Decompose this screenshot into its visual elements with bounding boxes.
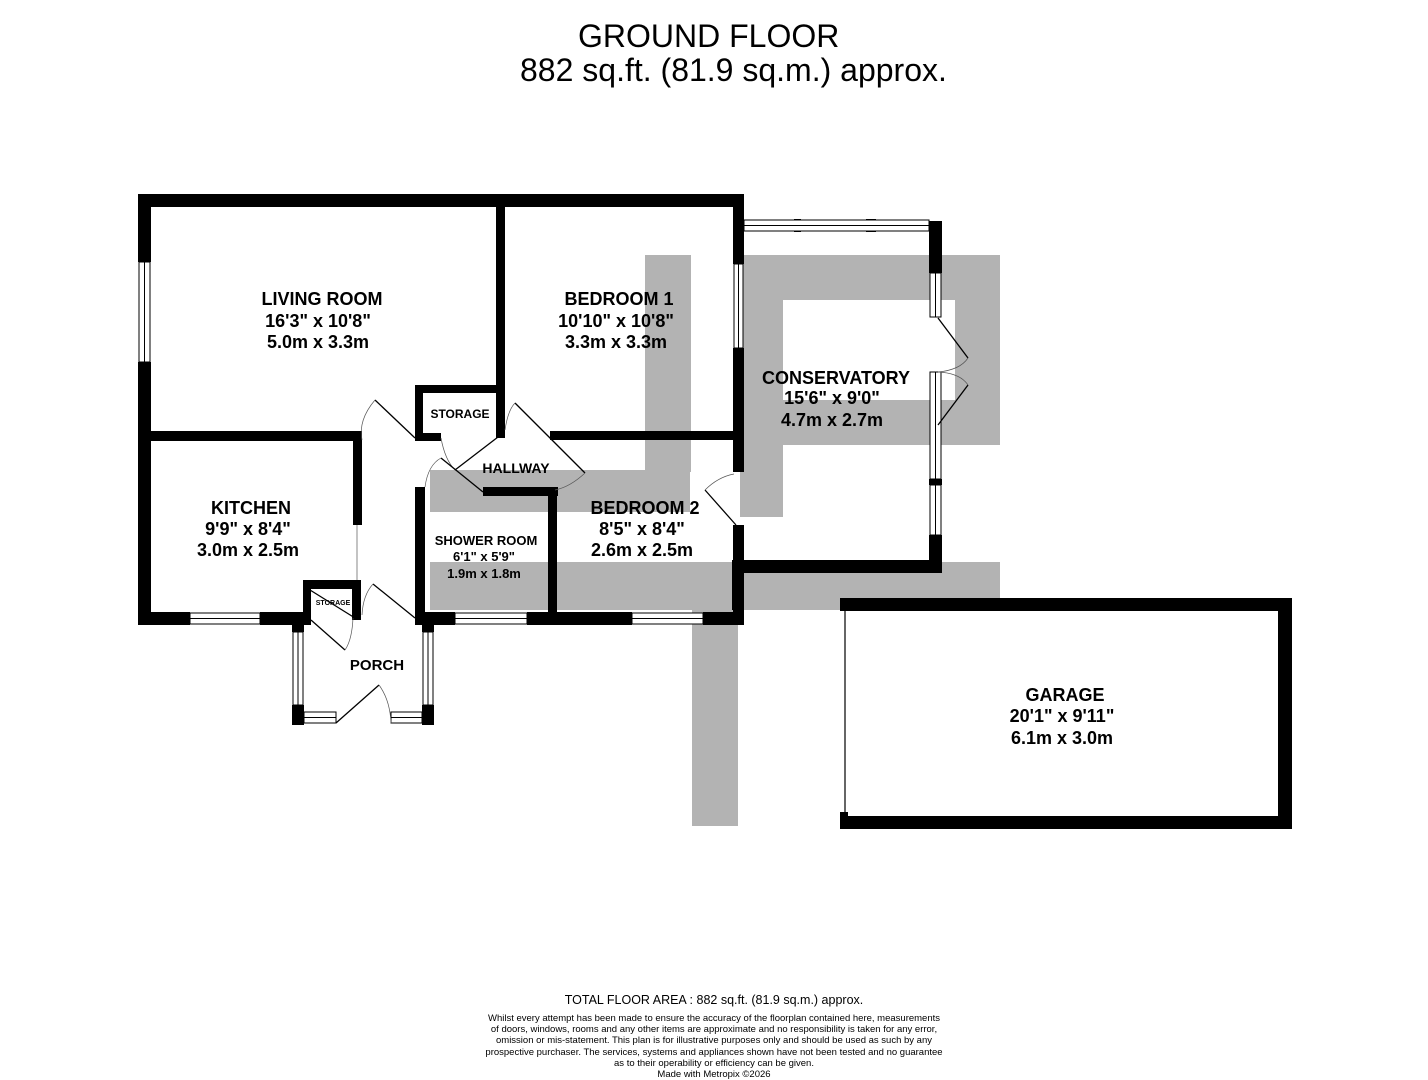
disclaimer-line: of doors, windows, rooms and any other i… (490, 1024, 938, 1036)
windows (138, 219, 942, 724)
shower-room-imperial: 6'1" x 5'9" (453, 549, 515, 564)
bedroom-1-metric: 3.3m x 3.3m (565, 332, 667, 352)
disclaimer-line: Whilst every attempt has been made to en… (487, 1013, 941, 1024)
shower-room-name: SHOWER ROOM (435, 533, 538, 548)
bedroom-2-imperial: 8'5" x 8'4" (599, 519, 685, 539)
porch-name: PORCH (350, 657, 404, 674)
bedroom-2-metric: 2.6m x 2.5m (591, 540, 693, 560)
disclaimer-line: as to their operability or efficiency ca… (614, 1057, 814, 1069)
kitchen-name: KITCHEN (211, 498, 291, 518)
garage-name: GARAGE (1025, 685, 1104, 705)
living-room-metric: 5.0m x 3.3m (267, 332, 369, 352)
conservatory-metric: 4.7m x 2.7m (781, 410, 883, 430)
bedroom-1-name: BEDROOM 1 (564, 289, 673, 309)
kitchen-imperial: 9'9" x 8'4" (205, 519, 291, 539)
living-room-name: LIVING ROOM (262, 289, 383, 309)
disclaimer-line: omission or mis-statement. This plan is … (496, 1035, 932, 1047)
hallway-name: HALLWAY (482, 460, 550, 476)
garage-metric: 6.1m x 3.0m (1011, 728, 1113, 748)
storage-lower-name: STORAGE (316, 600, 351, 607)
credit: Made with Metropix ©2026 (657, 1069, 771, 1080)
shower-room-metric: 1.9m x 1.8m (447, 566, 521, 581)
kitchen-metric: 3.0m x 2.5m (197, 540, 299, 560)
disclaimer-line: prospective purchaser. The services, sys… (485, 1046, 943, 1058)
conservatory-name: CONSERVATORY (762, 368, 910, 388)
disclaimer: Whilst every attempt has been made to en… (0, 1013, 1428, 1080)
storage-upper-name: STORAGE (430, 407, 489, 421)
bedroom-1-imperial: 10'10" x 10'8" (558, 311, 674, 331)
floor-title: GROUND FLOOR (578, 18, 840, 54)
garage-imperial: 20'1" x 9'11" (1010, 706, 1115, 726)
total-floor-area: TOTAL FLOOR AREA : 882 sq.ft. (81.9 sq.m… (564, 993, 864, 1007)
doors (309, 317, 969, 816)
bedroom-2-name: BEDROOM 2 (590, 498, 699, 518)
conservatory-imperial: 15'6" x 9'0" (784, 388, 880, 408)
living-room-imperial: 16'3" x 10'8" (265, 311, 371, 331)
floor-area: 882 sq.ft. (81.9 sq.m.) approx. (520, 52, 947, 88)
walls (138, 194, 1292, 829)
room-labels: LIVING ROOM 16'3" x 10'8" 5.0m x 3.3m BE… (197, 289, 1114, 748)
